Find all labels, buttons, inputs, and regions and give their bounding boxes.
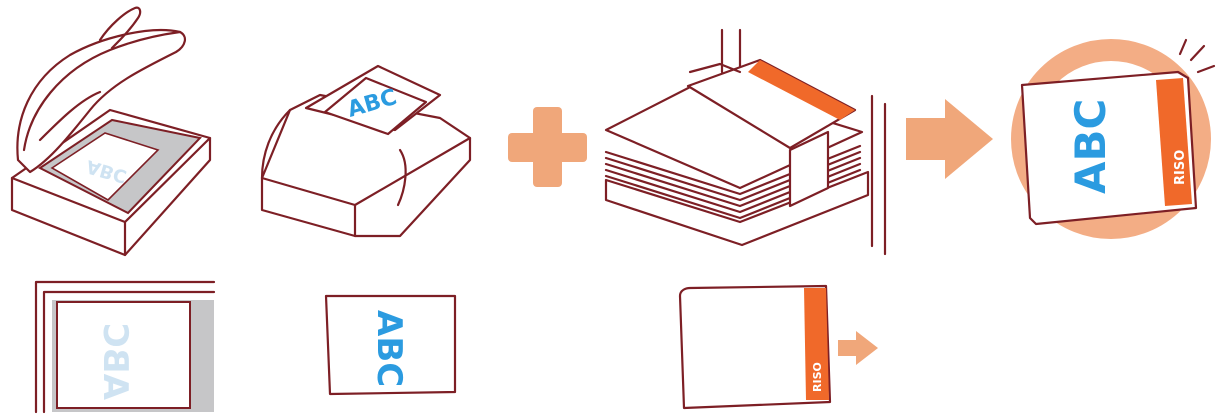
- result-abc-text: ABC: [1066, 99, 1115, 194]
- paper-riso-text: RISO: [811, 362, 824, 392]
- adf-scanner: ABC: [262, 66, 470, 236]
- original-abc-text: ABC: [369, 310, 409, 387]
- paper-stack-tray: RISO: [606, 30, 885, 254]
- plus-icon: [508, 107, 587, 187]
- arrow-right-icon: [906, 99, 993, 179]
- result-riso-text: RISO: [1173, 150, 1188, 185]
- glass-original-view: ABC: [36, 282, 214, 412]
- glass-mirrored-abc-text: ABC: [95, 323, 135, 400]
- print-result-highlight: ABC RISO: [1022, 40, 1214, 228]
- flatbed-scanner: ABC: [12, 8, 210, 255]
- abc-original-sheet: ABC: [326, 296, 455, 394]
- arrow-right-icon: [838, 331, 878, 365]
- riso-paper-sheet: RISO: [680, 286, 830, 408]
